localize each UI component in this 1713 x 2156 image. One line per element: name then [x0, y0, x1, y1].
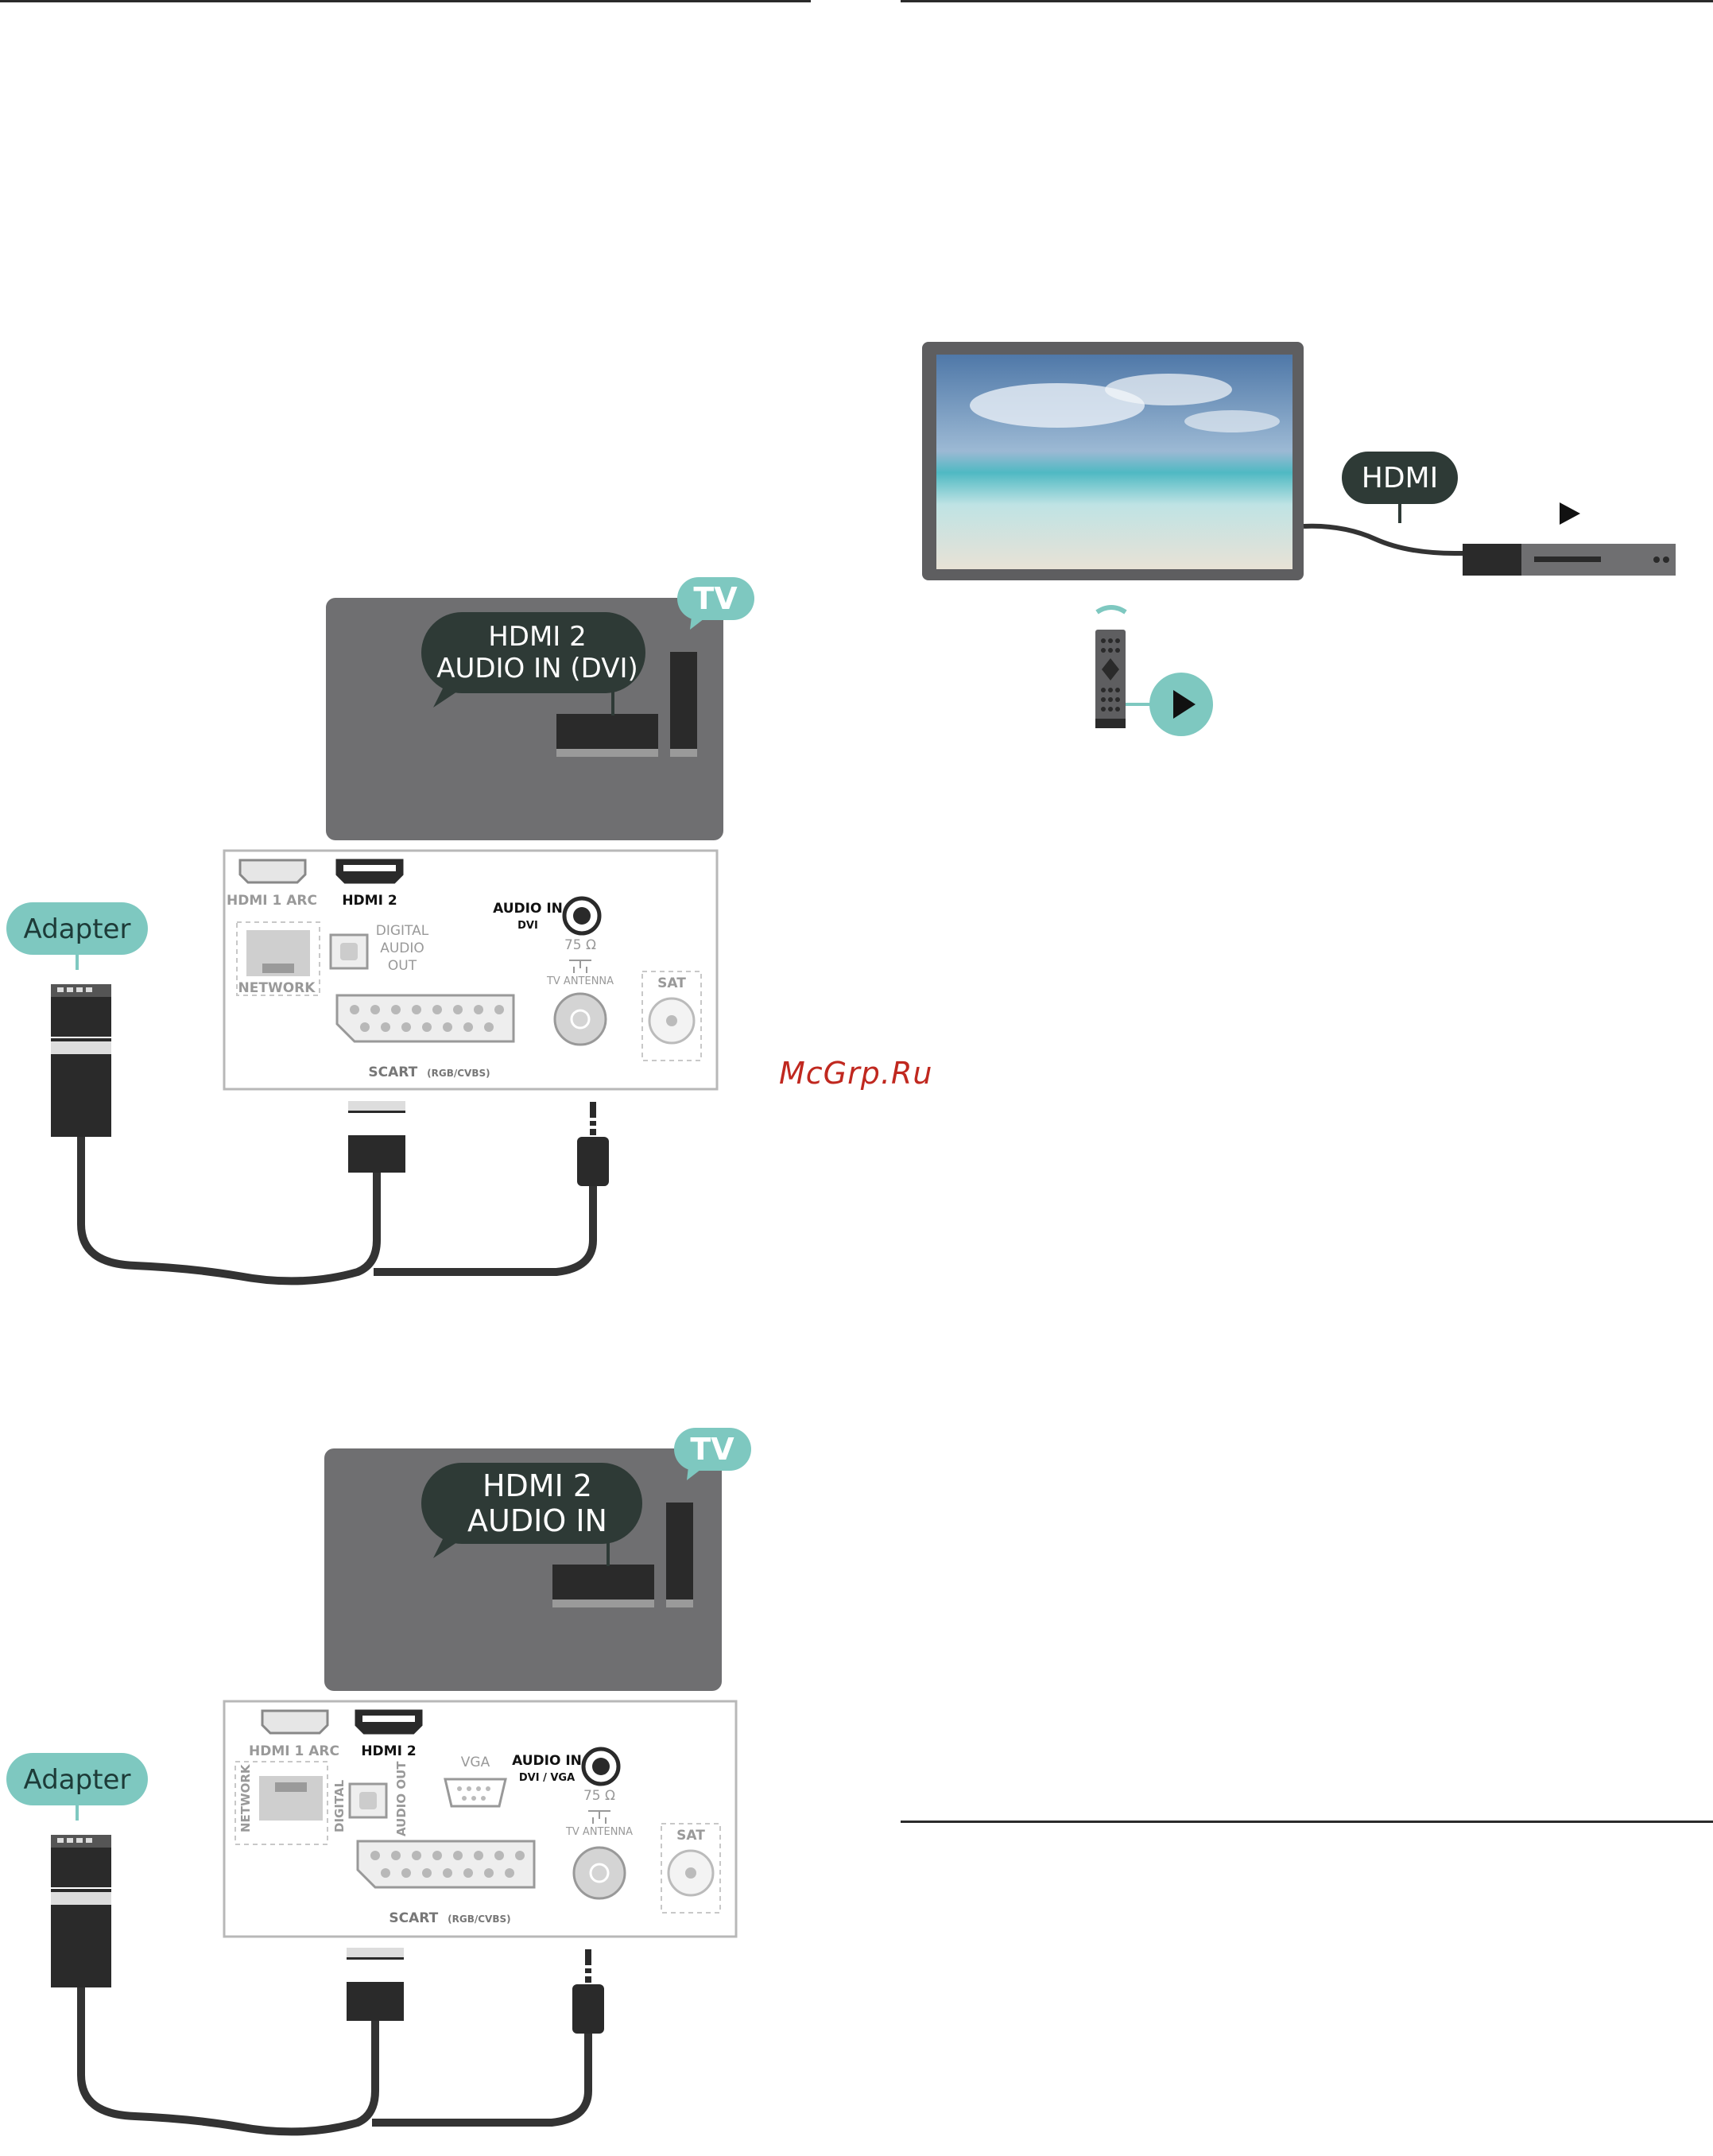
svg-text:TV: TV: [693, 581, 738, 616]
callout-line2: AUDIO IN (DVI): [436, 653, 638, 684]
cable-audio: [372, 2034, 588, 2123]
hdmi-cable-plug: [348, 1101, 405, 1173]
svg-text:AUDIO IN: AUDIO IN: [512, 1753, 582, 1769]
play-icon: [1560, 502, 1580, 525]
svg-text:AUDIO: AUDIO: [380, 940, 424, 956]
svg-text:AUDIO IN: AUDIO IN: [493, 901, 563, 917]
svg-text:HDMI: HDMI: [1362, 462, 1438, 494]
callout-line2: AUDIO IN: [467, 1503, 607, 1538]
svg-text:75 Ω: 75 Ω: [583, 1788, 615, 1804]
svg-text:NETWORK: NETWORK: [238, 1763, 253, 1832]
callout-line1: HDMI 2: [488, 621, 587, 653]
svg-text:HDMI 2: HDMI 2: [361, 1743, 416, 1759]
media-player-device: [1463, 544, 1676, 576]
figure-hdmi-device-remote: HDMI: [914, 334, 1709, 747]
hdmi-cable-plug: [347, 1948, 404, 2021]
svg-text:VGA: VGA: [461, 1755, 490, 1770]
svg-text:TV ANTENNA: TV ANTENNA: [546, 975, 614, 987]
cable-adapter-to-hdmi: [81, 1137, 377, 1281]
svg-text:AUDIO OUT: AUDIO OUT: [394, 1761, 409, 1836]
cable-adapter-to-hdmi: [81, 1987, 375, 2131]
svg-text:DVI / VGA: DVI / VGA: [519, 1772, 575, 1784]
figure-hdmi-dvi-connection: HDMI 2 AUDIO IN (DVI) TV HDMI 1 ARC HDMI…: [0, 572, 795, 1288]
svg-text:Adapter: Adapter: [24, 913, 131, 945]
svg-text:NETWORK: NETWORK: [238, 980, 316, 996]
cable-audio: [374, 1186, 593, 1272]
connector-panel: HDMI 1 ARC HDMI 2 VGA AUDIO IN DVI / VGA…: [224, 1701, 736, 1937]
top-rule-left: [0, 0, 811, 2]
play-button-icon: [1149, 673, 1213, 736]
svg-text:OUT: OUT: [388, 958, 417, 974]
watermark: McGrp.Ru: [779, 1056, 932, 1091]
remote-control: [1095, 607, 1151, 728]
svg-text:75 Ω: 75 Ω: [564, 937, 596, 953]
network-port: NETWORK: [237, 922, 320, 996]
adapter-label: Adapter: [6, 902, 148, 970]
adapter-label: Adapter: [6, 1753, 148, 1821]
callout-line1: HDMI 2: [483, 1468, 592, 1503]
callout-hdmi: HDMI: [1342, 452, 1458, 523]
audio-jack-plug: [572, 1949, 604, 2034]
svg-text:DIGITAL: DIGITAL: [376, 923, 429, 939]
tv-screen: [922, 342, 1304, 580]
vga-adapter-plug: [51, 1835, 111, 1987]
svg-text:SAT: SAT: [657, 975, 686, 991]
audio-jack-plug: [577, 1102, 609, 1186]
svg-text:Adapter: Adapter: [24, 1764, 131, 1796]
svg-text:TV: TV: [690, 1432, 734, 1467]
top-rule-right: [901, 0, 1713, 2]
svg-text:DVI: DVI: [517, 920, 538, 932]
svg-text:DIGITAL: DIGITAL: [332, 1779, 347, 1832]
svg-text:HDMI 1 ARC: HDMI 1 ARC: [227, 893, 317, 909]
svg-text:TV ANTENNA: TV ANTENNA: [565, 1826, 633, 1838]
svg-text:SAT: SAT: [676, 1828, 705, 1844]
tv-port-slot: [666, 1503, 693, 1606]
figure-hdmi-vga-connection: HDMI 2 AUDIO IN TV HDMI 1 ARC HDMI 2 VGA…: [0, 1423, 795, 2139]
connector-panel: HDMI 1 ARC HDMI 2 AUDIO IN DVI NETWORK D…: [224, 851, 717, 1089]
tv-port-slot: [670, 652, 697, 755]
dvi-adapter-plug: [51, 984, 111, 1137]
audio-in-jack: AUDIO IN DVI / VGA: [512, 1749, 618, 1784]
svg-text:HDMI 1 ARC: HDMI 1 ARC: [249, 1743, 339, 1759]
bottom-rule-right: [901, 1821, 1713, 1823]
svg-text:HDMI 2: HDMI 2: [342, 893, 397, 909]
